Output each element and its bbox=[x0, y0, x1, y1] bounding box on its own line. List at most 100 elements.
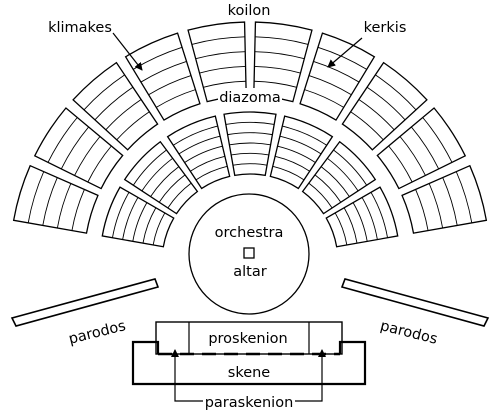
upper-tier-seat-row bbox=[313, 60, 360, 83]
upper-tier-seat-row bbox=[116, 111, 150, 141]
lower-tier-seat-row bbox=[142, 207, 157, 244]
lower-tier-kerkis-wedge bbox=[101, 186, 175, 248]
lower-tier-seat-row bbox=[150, 166, 180, 197]
lower-tier-seat-row bbox=[370, 192, 388, 238]
lower-tier-seat-row bbox=[190, 155, 225, 172]
lower-tier-seat-row bbox=[333, 149, 368, 186]
upper-tier-seat-row bbox=[254, 66, 301, 74]
paraskenion-right-pointer bbox=[295, 349, 326, 402]
upper-tier-seat-row bbox=[199, 66, 246, 74]
upper-tier-seat-row bbox=[140, 60, 187, 83]
skene-building bbox=[131, 321, 367, 386]
upper-tier-seat-row bbox=[308, 75, 352, 96]
upper-tier-kerkis-wedge bbox=[12, 164, 99, 234]
upper-tier-kerkis-wedge bbox=[124, 32, 201, 121]
lower-tier-seat-row bbox=[308, 182, 333, 209]
lower-tier-kerkis-wedge bbox=[269, 115, 334, 190]
altar-square bbox=[243, 247, 255, 259]
upper-tier-seat-row bbox=[42, 177, 58, 226]
lower-tier-seat-row bbox=[334, 212, 348, 245]
lower-tier-seat-row bbox=[232, 163, 268, 166]
upper-tier-seat-row bbox=[411, 126, 440, 170]
upper-tier-seat-row bbox=[105, 99, 142, 131]
lower-tier-seat-row bbox=[231, 152, 269, 156]
lower-tier-seat-row bbox=[227, 132, 273, 136]
parodos-left-wall bbox=[10, 278, 160, 327]
upper-tier-seat-row bbox=[399, 136, 426, 176]
upper-tier-seat-row bbox=[148, 75, 192, 96]
skene-label: skene bbox=[228, 365, 271, 381]
lower-tier-kerkis-wedge bbox=[166, 115, 231, 190]
upper-tier-seat-row bbox=[304, 89, 344, 108]
lower-tier-seat-row bbox=[173, 125, 218, 146]
upper-tier-seat-row bbox=[428, 183, 444, 229]
upper-tier-seat-row bbox=[442, 177, 458, 226]
koilon-seating bbox=[12, 21, 488, 248]
upper-tier-kerkis-wedge bbox=[72, 61, 159, 151]
upper-tier-seat-row bbox=[87, 145, 112, 183]
upper-tier-seat-row bbox=[254, 51, 305, 60]
lower-tier-seat-row bbox=[122, 197, 139, 240]
upper-tier-kerkis-wedge bbox=[33, 107, 124, 190]
skene-outline bbox=[131, 340, 367, 386]
klimakes-label: klimakes bbox=[48, 20, 112, 36]
upper-tier-seat-row bbox=[60, 126, 89, 170]
kerkis-pointer bbox=[327, 37, 363, 68]
upper-tier-seat-row bbox=[74, 136, 101, 176]
parodos-right-label: parodos bbox=[379, 318, 439, 348]
lower-tier-seat-row bbox=[352, 202, 368, 242]
upper-tier-seat-row bbox=[94, 86, 134, 121]
parodos-left-label: parodos bbox=[67, 318, 127, 348]
upper-tier-seat-row bbox=[455, 171, 473, 223]
paraskenion-left-pointer bbox=[171, 349, 203, 402]
lower-tier-seat-row bbox=[178, 135, 221, 155]
proskenion-label: proskenion bbox=[208, 331, 287, 347]
upper-tier-seat-row bbox=[415, 189, 429, 231]
klimakes-pointer bbox=[112, 32, 143, 71]
upper-tier-kerkis-wedge bbox=[376, 107, 467, 190]
lower-tier-seat-row bbox=[132, 149, 167, 186]
lower-tier-kerkis-wedge bbox=[301, 140, 377, 215]
lower-tier-seat-row bbox=[225, 121, 275, 125]
lower-tier-seat-row bbox=[272, 165, 305, 181]
upper-tier-seat-row bbox=[83, 74, 125, 111]
lower-tier-seat-row bbox=[282, 125, 327, 146]
lower-tier-seat-row bbox=[229, 142, 271, 146]
upper-tier-seat-row bbox=[195, 51, 246, 60]
lower-tier-seat-row bbox=[167, 182, 192, 209]
koilon-label: koilon bbox=[228, 3, 271, 19]
upper-tier-seat-row bbox=[350, 111, 384, 141]
upper-tier-seat-row bbox=[422, 117, 453, 163]
upper-tier-seat-row bbox=[156, 89, 196, 108]
lower-tier-seat-row bbox=[132, 202, 148, 242]
upper-tier-seat-row bbox=[254, 80, 297, 88]
upper-tier-seat-row bbox=[191, 36, 245, 45]
lower-tier-seat-row bbox=[158, 174, 186, 203]
upper-tier-seat-row bbox=[133, 46, 183, 70]
lower-tier-seat-row bbox=[184, 145, 223, 163]
lower-tier-seat-row bbox=[275, 155, 310, 172]
upper-tier-seat-row bbox=[375, 74, 417, 111]
diazoma-label-background bbox=[218, 88, 282, 106]
diazoma-label: diazoma bbox=[219, 90, 281, 106]
lower-tier-seat-row bbox=[195, 165, 228, 181]
lower-tier-seat-row bbox=[152, 212, 166, 245]
upper-tier-kerkis-wedge bbox=[299, 32, 376, 121]
upper-tier-seat-row bbox=[56, 183, 72, 229]
lower-tier-seat-row bbox=[320, 166, 350, 197]
upper-tier-seat-row bbox=[317, 46, 367, 70]
orchestra-label: orchestra bbox=[215, 225, 284, 241]
upper-tier-seat-row bbox=[255, 36, 309, 45]
upper-tier-seat-row bbox=[47, 117, 78, 163]
lower-tier-seat-row bbox=[141, 157, 173, 192]
lower-tier-seat-row bbox=[314, 174, 342, 203]
lower-tier-seat-row bbox=[279, 135, 322, 155]
lower-tier-seat-row bbox=[327, 157, 359, 192]
upper-tier-seat-row bbox=[71, 189, 85, 231]
upper-tier-seat-row bbox=[388, 145, 413, 183]
upper-tier-kerkis-wedge bbox=[401, 164, 488, 234]
kerkis-label: kerkis bbox=[364, 20, 407, 36]
lower-tier-seat-row bbox=[112, 192, 130, 238]
upper-tier-seat-row bbox=[358, 99, 395, 131]
